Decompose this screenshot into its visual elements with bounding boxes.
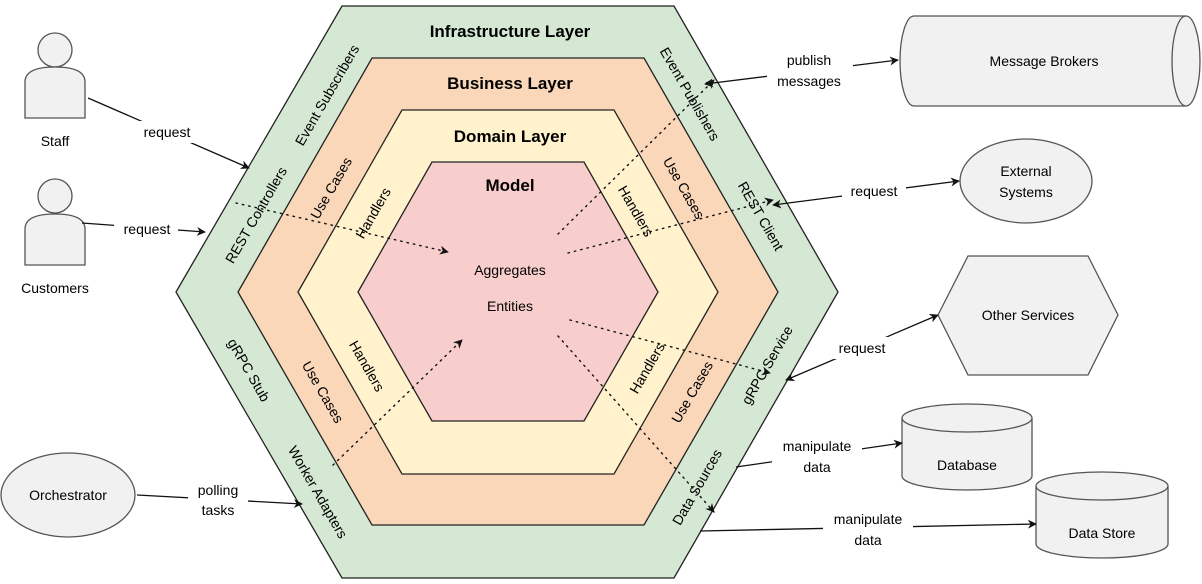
data-store-label: Data Store [1069,525,1136,541]
external-systems-node [959,138,1093,224]
database-label: Database [937,457,997,473]
staff-label: Staff [41,133,70,149]
orchestrator-node [0,452,136,538]
polling-tasks-label-line1: polling [198,482,238,498]
staff-actor-icon [24,32,86,119]
model-hexagon [357,161,659,422]
database-node [901,403,1033,491]
external-request-label: request [851,183,898,199]
other-services-label: Other Services [982,307,1075,323]
services-request-label: request [839,340,886,356]
infrastructure-layer-title: Infrastructure Layer [430,22,591,41]
business-layer-title: Business Layer [447,74,573,93]
datastore-manipulate-label-line1: manipulate [834,511,903,527]
aggregates-label: Aggregates [474,262,546,278]
dotted-model-to-rest-client [567,197,774,254]
staff-request-label: request [144,124,191,140]
dotted-model-to-data-sources [557,335,715,513]
message-brokers-node [899,15,1201,107]
customers-actor-icon [24,178,86,266]
data-store-node [1035,471,1169,559]
customers-label: Customers [21,280,89,296]
message-brokers-label: Message Brokers [990,53,1099,69]
entities-label: Entities [487,298,533,314]
dotted-model-to-grpc-service [569,319,771,376]
publish-messages-label-line1: publish [787,52,831,68]
dotted-model-to-publishers [557,79,715,235]
model-title: Model [485,176,534,195]
orchestrator-label: Orchestrator [29,487,107,503]
other-services-node [937,255,1119,376]
polling-tasks-label-line2: tasks [202,502,235,518]
database-manipulate-label-line2: data [803,459,830,475]
database-manipulate-label-line1: manipulate [783,438,852,454]
domain-layer-title: Domain Layer [454,127,567,146]
customers-request-label: request [124,221,171,237]
external-systems-label-line1: External [1000,163,1051,179]
external-systems-label-line2: Systems [999,184,1053,200]
dotted-rest-to-model [235,202,449,255]
publish-messages-label-line2: messages [777,73,841,89]
datastore-manipulate-label-line2: data [854,532,881,548]
dotted-worker-to-model [332,339,463,466]
